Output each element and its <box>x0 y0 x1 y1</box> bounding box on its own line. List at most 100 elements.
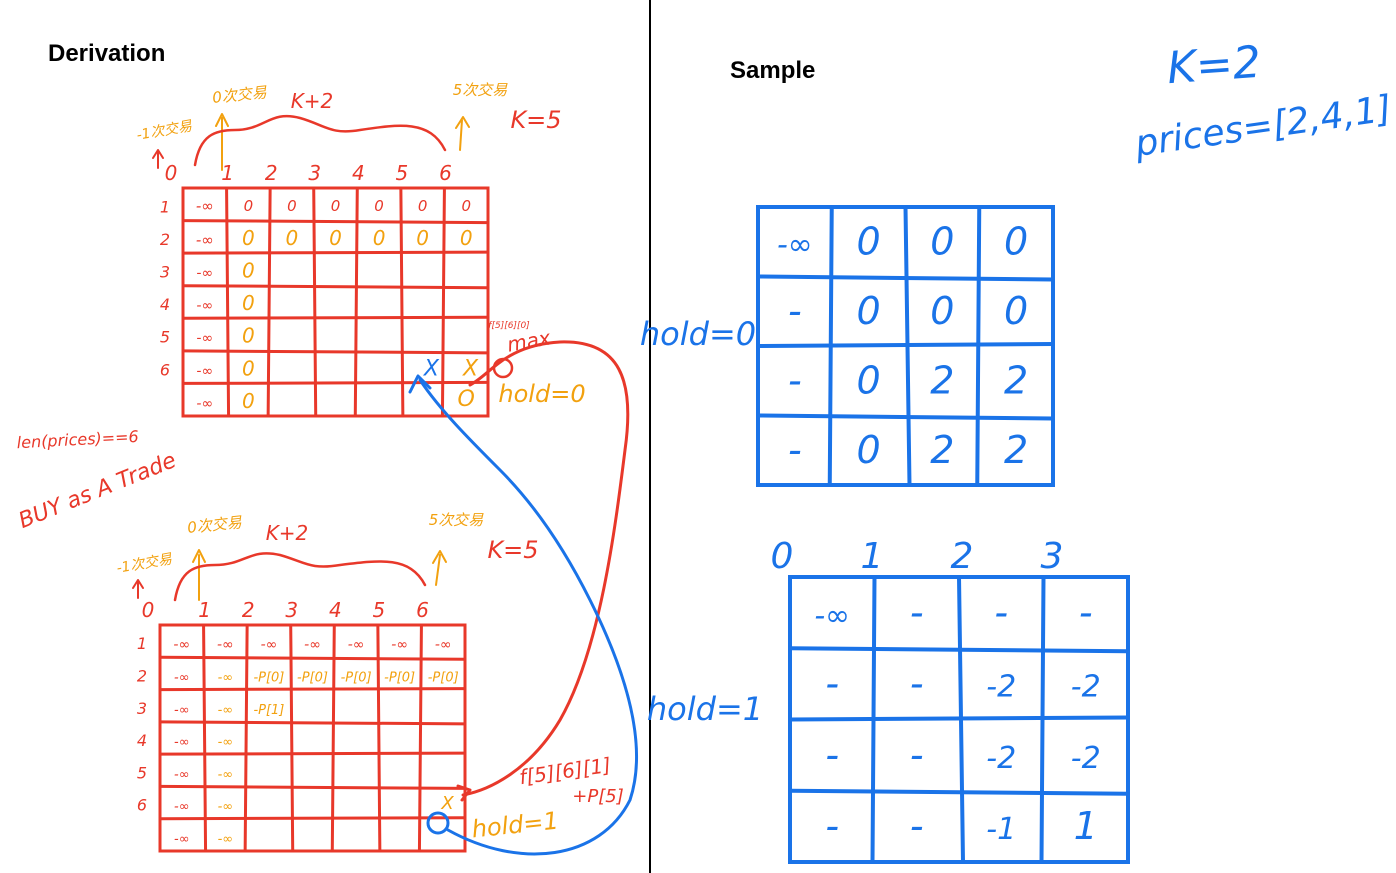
col-header-label: 4 <box>352 161 365 185</box>
label-zero-trade: 0次交易 <box>186 513 243 537</box>
cell-mark-o: O <box>458 387 475 412</box>
label-five-trade: 5次交易 <box>453 81 509 99</box>
hold0-grid-cell: -∞ <box>777 227 813 262</box>
col-header-label: 4 <box>329 598 342 622</box>
prices-label: prices=[2,4,1] <box>1132 88 1394 165</box>
hold0-grid-cell: - <box>788 428 802 472</box>
hold1-col-header: 1 <box>861 536 884 577</box>
cell-value: -∞ <box>391 637 408 653</box>
derivation-title: Derivation <box>48 40 166 67</box>
hold0-grid-cell: - <box>788 358 802 402</box>
cell-value: -∞ <box>196 197 214 215</box>
grid-col-line <box>266 186 272 418</box>
col-header-label: 5 <box>396 161 409 185</box>
hold1-grid-cell: - <box>825 804 839 848</box>
row-header-label: 6 <box>160 360 170 379</box>
hold1-grid-cell: 1 <box>1074 804 1098 848</box>
connector-arrows <box>408 340 638 856</box>
hold1-col-header: 2 <box>951 536 974 577</box>
col-header-label: 1 <box>198 598 211 622</box>
cell-value: 0 <box>244 197 254 215</box>
cell-value: -∞ <box>196 396 213 412</box>
grid-col-line <box>243 623 249 853</box>
hold0-grid-row-line <box>756 342 1055 348</box>
cell-value: 0 <box>329 226 342 250</box>
row-header-label: 2 <box>137 667 147 686</box>
cell-value: -∞ <box>435 637 452 653</box>
cell-value: -∞ <box>218 703 234 718</box>
brace-curve <box>173 552 427 602</box>
cell-value: 0 <box>242 291 255 315</box>
hold1-side-label: hold=1 <box>647 690 763 728</box>
hold0-grid-cell: 0 <box>857 289 881 333</box>
hold0-grid-cell: 0 <box>857 219 881 263</box>
blue-circle <box>426 811 450 835</box>
hold1-grid-cell: -2 <box>1071 670 1101 705</box>
hold0-grid-cell: 0 <box>857 428 881 472</box>
col-header-label: 6 <box>416 598 429 622</box>
cell-value: 0 <box>331 197 341 215</box>
grid-col-line <box>376 623 382 853</box>
cell-value: 0 <box>461 197 471 215</box>
row-header-label: 4 <box>137 731 147 750</box>
cell-value: -P[0] <box>428 671 459 686</box>
cell-value: 0 <box>374 197 384 215</box>
hold0-grid-row-line <box>756 413 1055 421</box>
grid-col-line <box>312 186 318 418</box>
grid-row-line <box>158 784 467 790</box>
grid-col-line <box>225 186 231 418</box>
row-header-label: 1 <box>160 197 170 216</box>
cell-value: -∞ <box>196 298 213 314</box>
label-k-plus-2: K+2 <box>266 521 309 545</box>
hold1-grid-cell: -∞ <box>814 598 850 633</box>
cell-value: 0 <box>373 226 386 250</box>
cell-value: -P[1] <box>253 703 284 718</box>
hold1-grid-cell: - <box>825 662 839 706</box>
hold0-grid-row-line <box>756 274 1055 282</box>
row-header-label: 3 <box>137 699 147 718</box>
label-k-equals-5: K=5 <box>510 106 561 134</box>
cell-mark-x: X <box>423 356 440 381</box>
hold1-label: hold=1 <box>470 807 560 844</box>
grid-row-line <box>181 315 490 320</box>
cell-value: -P[0] <box>253 671 284 686</box>
brace-curve <box>193 114 447 167</box>
grid-col-line <box>440 186 446 418</box>
label-k-plus-2: K+2 <box>291 89 334 113</box>
col-header-label: 0 <box>165 161 178 185</box>
col-header-label: 3 <box>308 161 321 185</box>
grid-col-line <box>202 623 208 853</box>
col-header-label: 2 <box>265 161 278 185</box>
cell-value: 0 <box>460 226 473 250</box>
col-header-label: 3 <box>285 598 298 622</box>
hold0-grid-cell: 2 <box>930 428 954 472</box>
cell-value: 0 <box>242 389 255 413</box>
cell-value: 0 <box>286 226 299 250</box>
hold1-grid-cell: -1 <box>986 812 1016 847</box>
label-zero-trade: 0次交易 <box>211 83 268 107</box>
hold0-grid-cell: 0 <box>930 219 954 263</box>
grid-row-line <box>158 816 467 821</box>
cell-value: -∞ <box>348 637 365 653</box>
hold1-grid-cell: - <box>825 733 839 777</box>
formula-line2: +P[5] <box>572 786 623 807</box>
cell-value: -∞ <box>174 703 190 718</box>
cell-value: -∞ <box>174 735 190 750</box>
len-prices-note: len(prices)==6 <box>16 427 139 452</box>
hold0-grid-cell: 0 <box>930 289 954 333</box>
hold1-grid-row-line <box>788 715 1130 722</box>
cell-value: -∞ <box>196 231 214 249</box>
hold1-grid-cell: - <box>910 662 924 706</box>
row-header-label: 4 <box>160 295 170 314</box>
cell-value: -∞ <box>196 363 213 379</box>
label-k-equals-5: K=5 <box>487 536 538 564</box>
col-header-label: 5 <box>373 598 386 622</box>
red-arrowhead <box>456 784 472 802</box>
up-arrow-zero <box>192 549 206 601</box>
row-header-label: 5 <box>137 763 147 782</box>
cell-value: -P[0] <box>297 671 328 686</box>
